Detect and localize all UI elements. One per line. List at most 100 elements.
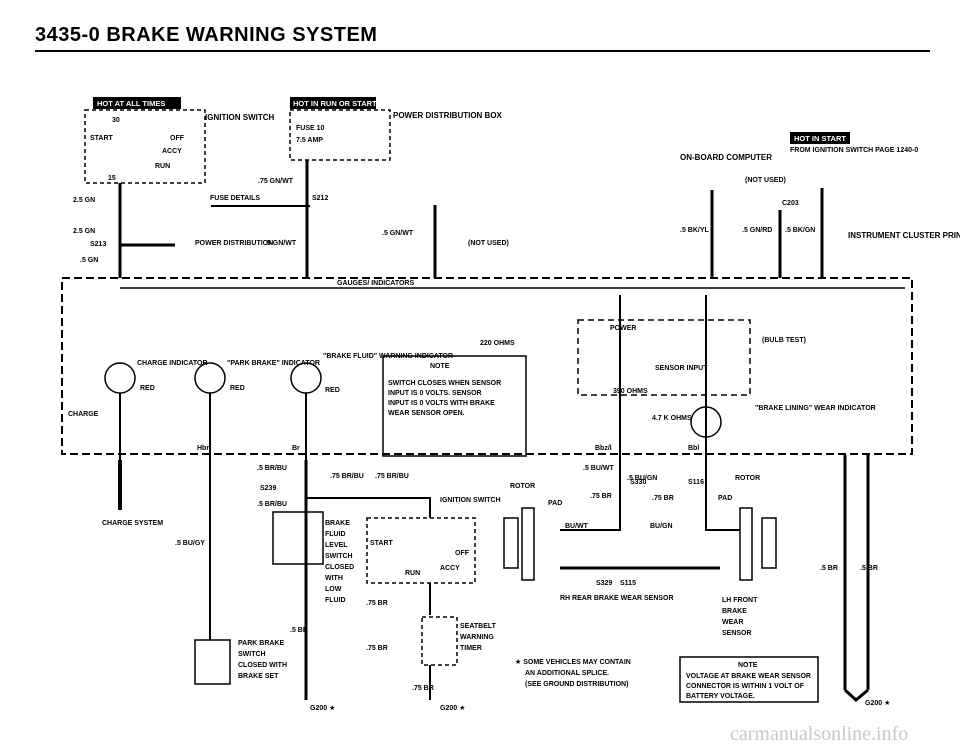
svg-text:CHARGE: CHARGE — [68, 411, 99, 418]
svg-text:(SEE GROUND DISTRIBUTION): (SEE GROUND DISTRIBUTION) — [525, 681, 628, 688]
svg-text:.5 BR: .5 BR — [820, 565, 838, 572]
svg-text:CONNECTOR IS WITHIN 1 VOLT OF: CONNECTOR IS WITHIN 1 VOLT OF — [686, 683, 805, 690]
svg-text:CLOSED: CLOSED — [325, 564, 354, 571]
svg-text:S329: S329 — [596, 580, 612, 587]
svg-text:"PARK BRAKE" INDICATOR: "PARK BRAKE" INDICATOR — [227, 360, 320, 367]
svg-text:S213: S213 — [90, 241, 106, 248]
svg-text:390 OHMS: 390 OHMS — [613, 388, 648, 395]
svg-text:WITH: WITH — [325, 575, 343, 582]
svg-text:BRAKE SET: BRAKE SET — [238, 673, 279, 680]
ignition-switch-box — [84, 109, 206, 184]
instrument-cluster-box — [61, 277, 913, 455]
svg-text:WARNING: WARNING — [460, 634, 494, 641]
title-rule — [35, 50, 930, 52]
svg-text:ACCY: ACCY — [162, 148, 182, 155]
svg-text:.75 BR: .75 BR — [590, 493, 612, 500]
svg-text:SWITCH: SWITCH — [238, 651, 266, 658]
svg-text:.5 BU/GY: .5 BU/GY — [175, 540, 205, 547]
svg-text:★ SOME VEHICLES MAY CONTAIN: ★ SOME VEHICLES MAY CONTAIN — [515, 658, 631, 666]
note-box-center — [382, 355, 527, 457]
svg-text:G200 ★: G200 ★ — [310, 704, 335, 712]
banner-hot-in-run-or-start: HOT IN RUN OR START — [293, 99, 377, 108]
svg-text:IGNITION SWITCH: IGNITION SWITCH — [440, 497, 501, 504]
instrument-cluster-label: INSTRUMENT CLUSTER PRINTED CIRCUIT — [848, 231, 960, 240]
svg-text:CLOSED WITH: CLOSED WITH — [238, 662, 287, 669]
svg-text:S239: S239 — [260, 485, 276, 492]
svg-text:OFF: OFF — [455, 550, 470, 557]
svg-text:FLUID: FLUID — [325, 531, 346, 538]
svg-text:TIMER: TIMER — [460, 645, 482, 652]
svg-text:BRAKE: BRAKE — [325, 520, 350, 527]
svg-text:S212: S212 — [312, 195, 328, 202]
svg-text:15: 15 — [108, 175, 116, 182]
svg-text:.75 BR: .75 BR — [366, 645, 388, 652]
fuse-label: FUSE 10 — [296, 125, 325, 132]
svg-text:.5 GN/WT: .5 GN/WT — [382, 230, 414, 237]
svg-text:POWER: POWER — [610, 325, 636, 332]
svg-text:POWER DISTRIBUTION BOX: POWER DISTRIBUTION BOX — [393, 111, 503, 120]
svg-text:"BRAKE LINING" WEAR INDICATOR: "BRAKE LINING" WEAR INDICATOR — [755, 405, 876, 412]
svg-text:GAUGES/ INDICATORS: GAUGES/ INDICATORS — [337, 280, 414, 287]
svg-text:.75 BR/BU: .75 BR/BU — [330, 473, 364, 480]
svg-text:FLUID: FLUID — [325, 597, 346, 604]
svg-text:WEAR: WEAR — [722, 619, 743, 626]
svg-text:C203: C203 — [782, 200, 799, 207]
svg-text:BU/WT: BU/WT — [565, 523, 589, 530]
svg-text:G200 ★: G200 ★ — [865, 699, 890, 707]
svg-text:S116: S116 — [688, 479, 704, 486]
svg-text:RED: RED — [325, 387, 340, 394]
svg-text:G200 ★: G200 ★ — [440, 704, 465, 712]
svg-text:.5 BR: .5 BR — [290, 627, 308, 634]
svg-text:OFF: OFF — [170, 135, 185, 142]
svg-text:BU/GN: BU/GN — [650, 523, 673, 530]
svg-text:.5 GN/RD: .5 GN/RD — [742, 227, 772, 234]
on-board-computer: ON-BOARD COMPUTER — [680, 153, 772, 162]
svg-text:LH FRONT: LH FRONT — [722, 597, 758, 604]
svg-text:.5 BR/BU: .5 BR/BU — [257, 501, 287, 508]
svg-text:CHARGE SYSTEM: CHARGE SYSTEM — [102, 520, 163, 527]
svg-text:PAD: PAD — [548, 500, 562, 507]
svg-text:.5 GN: .5 GN — [80, 257, 98, 264]
svg-text:RUN: RUN — [155, 163, 170, 170]
svg-text:CHARGE INDICATOR: CHARGE INDICATOR — [137, 360, 208, 367]
note-box-bottom — [679, 656, 819, 703]
svg-text:Bbz/l: Bbz/l — [595, 445, 612, 452]
svg-text:POWER DISTRIBUTION: POWER DISTRIBUTION — [195, 240, 273, 247]
svg-text:(BULB TEST): (BULB TEST) — [762, 337, 806, 344]
ignition-switch-label: IGNITION SWITCH — [205, 113, 275, 122]
svg-text:RED: RED — [140, 385, 155, 392]
svg-text:SWITCH: SWITCH — [325, 553, 353, 560]
svg-text:INPUT IS 0 VOLTS WITH BRAKE: INPUT IS 0 VOLTS WITH BRAKE — [388, 400, 495, 407]
banner-hot-at-all-times: HOT AT ALL TIMES — [97, 99, 165, 108]
svg-text:ACCY: ACCY — [440, 565, 460, 572]
svg-text:S330: S330 — [630, 479, 646, 486]
svg-text:RH REAR BRAKE WEAR SENSOR: RH REAR BRAKE WEAR SENSOR — [560, 595, 674, 602]
svg-text:ROTOR: ROTOR — [735, 475, 760, 482]
svg-text:FUSE DETAILS: FUSE DETAILS — [210, 195, 260, 202]
svg-text:.75 BR/BU: .75 BR/BU — [375, 473, 409, 480]
svg-text:.75 GN/WT: .75 GN/WT — [258, 178, 294, 185]
svg-text:RUN: RUN — [405, 570, 420, 577]
svg-text:"BRAKE FLUID" WARNING INDICATO: "BRAKE FLUID" WARNING INDICATOR — [323, 353, 453, 360]
svg-text:.5 BR: .5 BR — [860, 565, 878, 572]
svg-text:NOTE: NOTE — [430, 363, 450, 370]
svg-text:VOLTAGE AT BRAKE WEAR SENSOR: VOLTAGE AT BRAKE WEAR SENSOR — [686, 673, 811, 680]
page-title: 3435-0 BRAKE WARNING SYSTEM — [35, 24, 378, 46]
svg-text:LOW: LOW — [325, 586, 342, 593]
svg-text:30: 30 — [112, 117, 120, 124]
svg-text:(NOT USED): (NOT USED) — [745, 177, 786, 184]
svg-text:.75 BR: .75 BR — [652, 495, 674, 502]
watermark: carmanualsonline.info — [730, 723, 908, 745]
svg-text:.5 BU/WT: .5 BU/WT — [583, 465, 614, 472]
svg-text:LEVEL: LEVEL — [325, 542, 348, 549]
svg-text:START: START — [370, 540, 394, 547]
svg-text:FROM IGNITION SWITCH PAGE 1240: FROM IGNITION SWITCH PAGE 1240-0 — [790, 147, 918, 154]
svg-text:ROTOR: ROTOR — [510, 483, 535, 490]
svg-text:SENSOR: SENSOR — [722, 630, 752, 637]
svg-text:.5 BK/YL: .5 BK/YL — [680, 227, 710, 234]
svg-text:INPUT IS 0 VOLTS. SENSOR: INPUT IS 0 VOLTS. SENSOR — [388, 390, 482, 397]
banner-hot-in-start: HOT IN START — [794, 134, 846, 143]
svg-text:.75 BR: .75 BR — [366, 600, 388, 607]
svg-text:START: START — [90, 135, 114, 142]
svg-text:PAD: PAD — [718, 495, 732, 502]
